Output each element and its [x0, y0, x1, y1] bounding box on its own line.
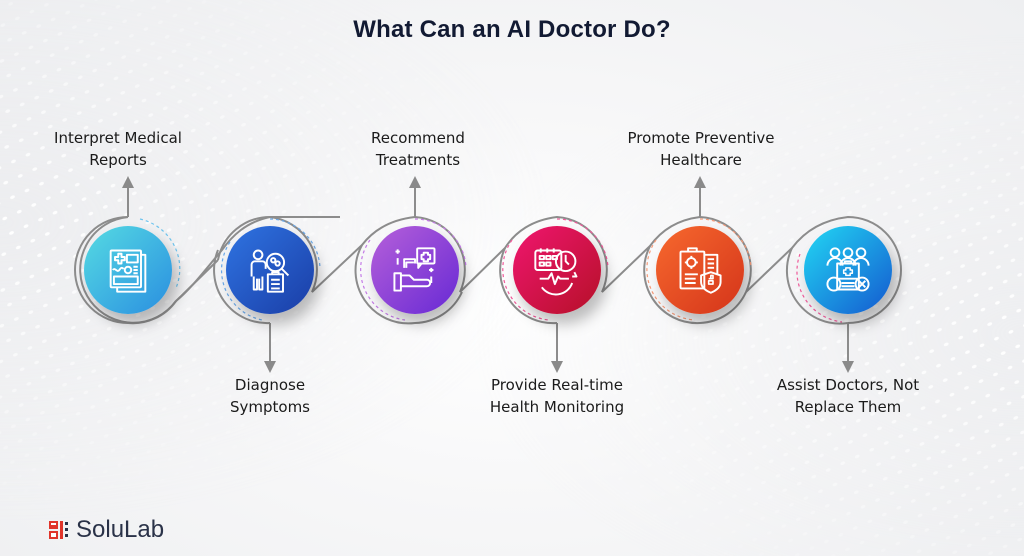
label-line: Symptoms — [229, 398, 311, 416]
label-line: Health Monitoring — [489, 398, 625, 416]
step-node-diagnose — [226, 226, 314, 314]
label-recommend-treatments: Recommend Treatments — [318, 127, 518, 171]
label-line: Promote Preventive — [627, 129, 775, 147]
diagnose-magnifier-icon — [250, 249, 290, 293]
label-preventive-healthcare: Promote Preventive Healthcare — [601, 127, 801, 171]
brand-logo: SoluLab — [48, 516, 164, 544]
step-node-monitor — [513, 226, 601, 314]
label-health-monitoring: Provide Real-time Health Monitoring — [457, 374, 657, 418]
medical-report-icon — [109, 249, 147, 293]
solulab-logo-icon — [49, 521, 68, 539]
label-diagnose-symptoms: Diagnose Symptoms — [170, 374, 370, 418]
label-line: Recommend — [371, 129, 465, 147]
step-node-preventive — [656, 226, 744, 314]
step-node-recommend — [371, 226, 459, 314]
label-line: Interpret Medical — [54, 129, 182, 147]
step-node-interpret — [84, 226, 172, 314]
step-node-assist — [804, 226, 892, 314]
clipboard-shield-icon — [679, 247, 722, 294]
label-line: Diagnose — [234, 376, 306, 394]
brand-name: SoluLab — [76, 516, 165, 543]
page-title: What Can an AI Doctor Do? — [353, 16, 671, 43]
label-interpret-medical-reports: Interpret Medical Reports — [18, 127, 218, 171]
label-line: Assist Doctors, Not — [776, 376, 920, 394]
calendar-heartbeat-icon — [534, 248, 578, 296]
label-line: Replace Them — [794, 398, 902, 416]
doctors-team-icon — [826, 247, 870, 292]
label-line: Treatments — [375, 151, 461, 169]
label-line: Healthcare — [660, 151, 742, 169]
label-line: Provide Real-time — [491, 376, 623, 394]
label-line: Reports — [89, 151, 147, 169]
treatment-hand-icon — [393, 247, 436, 292]
label-assist-doctors: Assist Doctors, Not Replace Them — [748, 374, 948, 418]
